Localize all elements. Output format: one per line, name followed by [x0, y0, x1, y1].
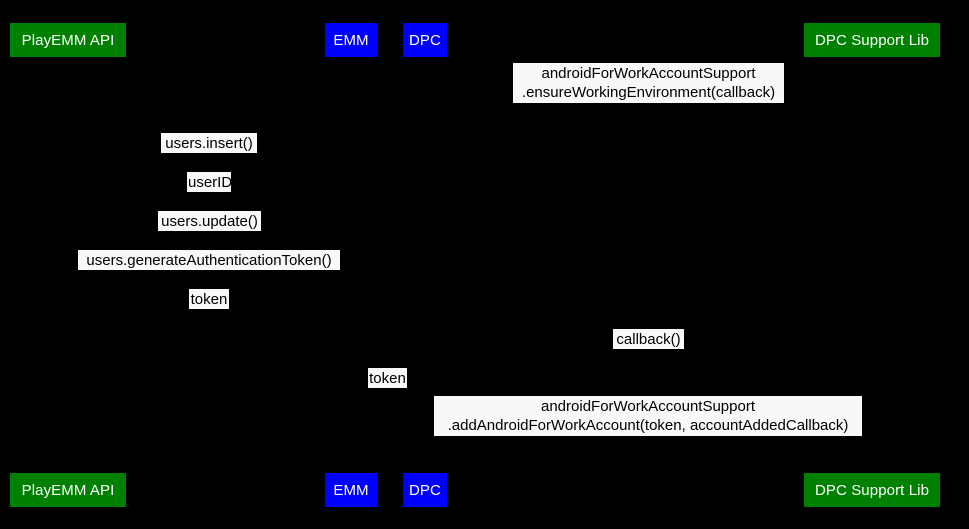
message-label-callback: callback() [613, 329, 684, 349]
message-label-line: androidForWorkAccountSupport [541, 65, 756, 82]
message-label-line: users.insert() [165, 134, 253, 152]
message-label-token-lower: token [368, 368, 407, 388]
actor-box-dpc-support-lib-top[interactable]: DPC Support Lib [804, 23, 940, 57]
actor-box-playemm-api-top[interactable]: PlayEMM API [10, 23, 126, 57]
actor-box-dpc-bottom[interactable]: DPC [403, 473, 447, 507]
actor-label: EMM [333, 31, 369, 49]
message-label-user-id: userID [187, 172, 233, 192]
message-label-line: androidForWorkAccountSupport [541, 398, 755, 415]
message-label-users-update: users.update() [158, 211, 261, 231]
actor-box-dpc-top[interactable]: DPC [403, 23, 447, 57]
actor-label: EMM [333, 481, 369, 499]
message-label-token-upper: token [189, 289, 229, 309]
actor-box-emm-top[interactable]: EMM [325, 23, 377, 57]
message-label-line: callback() [616, 330, 681, 348]
actor-label: DPC Support Lib [814, 31, 930, 49]
message-label-line: .ensureWorkingEnvironment(callback) [521, 84, 776, 101]
actor-label: DPC [409, 31, 441, 49]
actor-label: PlayEMM API [21, 31, 115, 49]
actor-label: DPC Support Lib [814, 481, 930, 499]
message-label-line: .addAndroidForWorkAccount(token, account… [447, 417, 849, 434]
actor-box-playemm-api-bottom[interactable]: PlayEMM API [10, 473, 126, 507]
message-label-line: token [190, 290, 228, 308]
message-label-line: users.generateAuthenticationToken() [86, 251, 332, 269]
actor-box-emm-bottom[interactable]: EMM [325, 473, 377, 507]
actor-label: PlayEMM API [21, 481, 115, 499]
message-label-users-generate-authentication-token: users.generateAuthenticationToken() [78, 250, 340, 270]
message-label-add-android-for-work-account: androidForWorkAccountSupport .addAndroidF… [434, 396, 862, 436]
message-label-ensure-working-environment: androidForWorkAccountSupport .ensureWorki… [513, 63, 784, 103]
actor-box-dpc-support-lib-bottom[interactable]: DPC Support Lib [804, 473, 940, 507]
actor-label: DPC [409, 481, 441, 499]
message-label-users-insert: users.insert() [161, 133, 257, 153]
message-label-line: userID [188, 173, 233, 191]
message-label-line: users.update() [161, 212, 258, 230]
message-label-line: token [369, 369, 406, 387]
